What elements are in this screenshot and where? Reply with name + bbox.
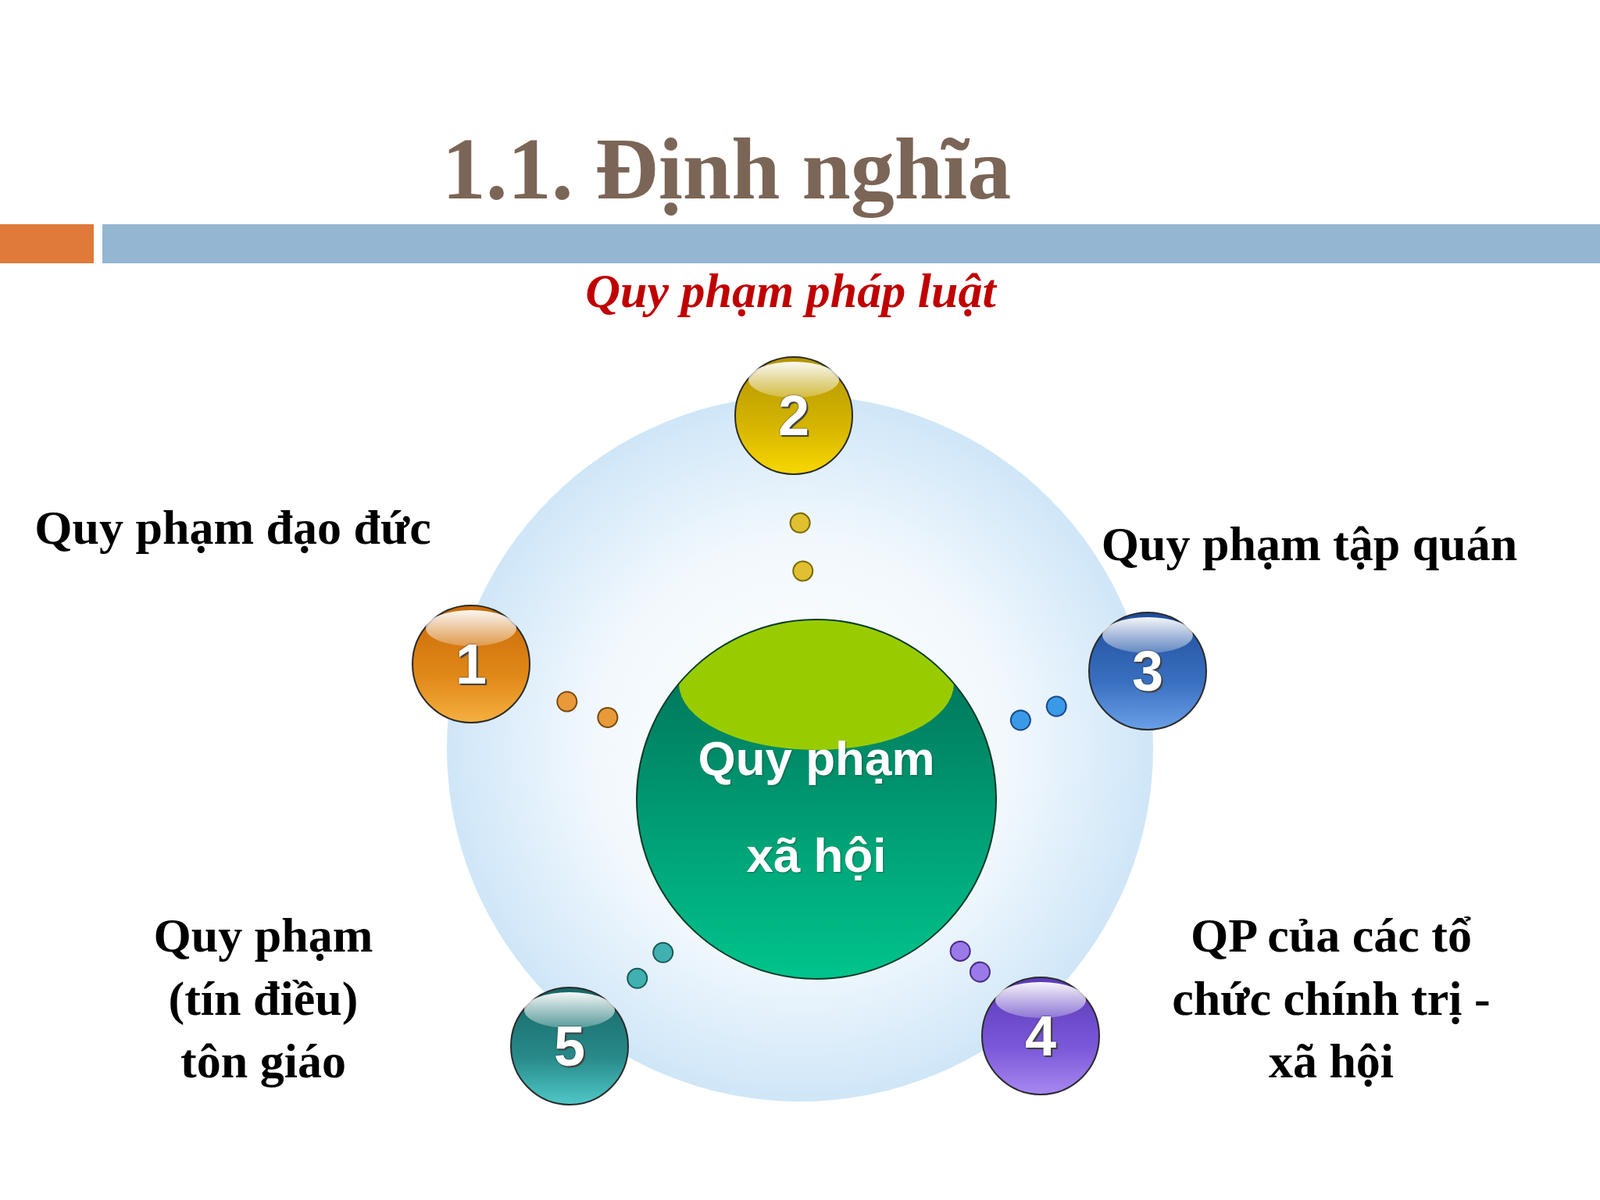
dot-connector bbox=[796, 475, 806, 620]
callout-number: 1 bbox=[455, 635, 487, 693]
callout-number: 2 bbox=[778, 387, 810, 444]
hub-highlight bbox=[678, 617, 954, 750]
dot-fill bbox=[611, 926, 690, 1004]
dot-outline bbox=[940, 930, 1000, 993]
category-label: Quy phạm tập quán bbox=[1101, 512, 1518, 576]
ball-body bbox=[1089, 612, 1207, 730]
ball-body bbox=[412, 605, 530, 723]
dot-outline bbox=[796, 475, 806, 620]
accent-bar bbox=[0, 224, 94, 264]
dot-outline bbox=[984, 692, 1093, 734]
hub-shape bbox=[635, 618, 997, 980]
title-bar bbox=[102, 224, 1600, 264]
dot-fill bbox=[526, 685, 649, 734]
category-label: Quy phạm (tín điều) tôn giáo bbox=[138, 903, 389, 1093]
callout-number: 4 bbox=[1025, 1007, 1057, 1065]
numbered-ball: 3Quy phạm tập quán bbox=[1088, 611, 1208, 731]
halo-circle bbox=[446, 395, 1154, 1102]
dot-connector bbox=[611, 926, 690, 1004]
hub-label: Quy phạm xã hội bbox=[683, 710, 950, 904]
dot-outline bbox=[526, 685, 649, 734]
ball-body bbox=[735, 357, 853, 475]
numbered-ball: 2Quy phạm pháp luật bbox=[734, 356, 854, 475]
category-label: Quy phạm pháp luật bbox=[585, 266, 996, 315]
dot-outline bbox=[611, 926, 690, 1004]
category-label: QP của các tổ chức chính trị - xã hội bbox=[1155, 903, 1508, 1093]
hub-circle: Quy phạm xã hội bbox=[635, 618, 997, 980]
ball-body bbox=[510, 987, 629, 1105]
callout-number: 5 bbox=[553, 1017, 586, 1075]
dot-fill bbox=[940, 930, 1000, 993]
slide-title: 1.1. Định nghĩa bbox=[442, 125, 1011, 213]
dot-fill bbox=[984, 692, 1093, 734]
dot-connector bbox=[526, 685, 649, 734]
dot-fill bbox=[796, 475, 806, 620]
dot-connector bbox=[940, 930, 1000, 993]
numbered-ball: 1Quy phạm đạo đức bbox=[411, 604, 531, 724]
callout-number: 3 bbox=[1132, 642, 1164, 700]
numbered-ball: 5Quy phạm (tín điều) tôn giáo bbox=[510, 986, 629, 1106]
dot-connector bbox=[984, 692, 1093, 734]
category-label: Quy phạm đạo đức bbox=[34, 496, 432, 560]
ball-body bbox=[982, 977, 1100, 1095]
numbered-ball: 4QP của các tổ chức chính trị - xã hội bbox=[981, 976, 1100, 1096]
